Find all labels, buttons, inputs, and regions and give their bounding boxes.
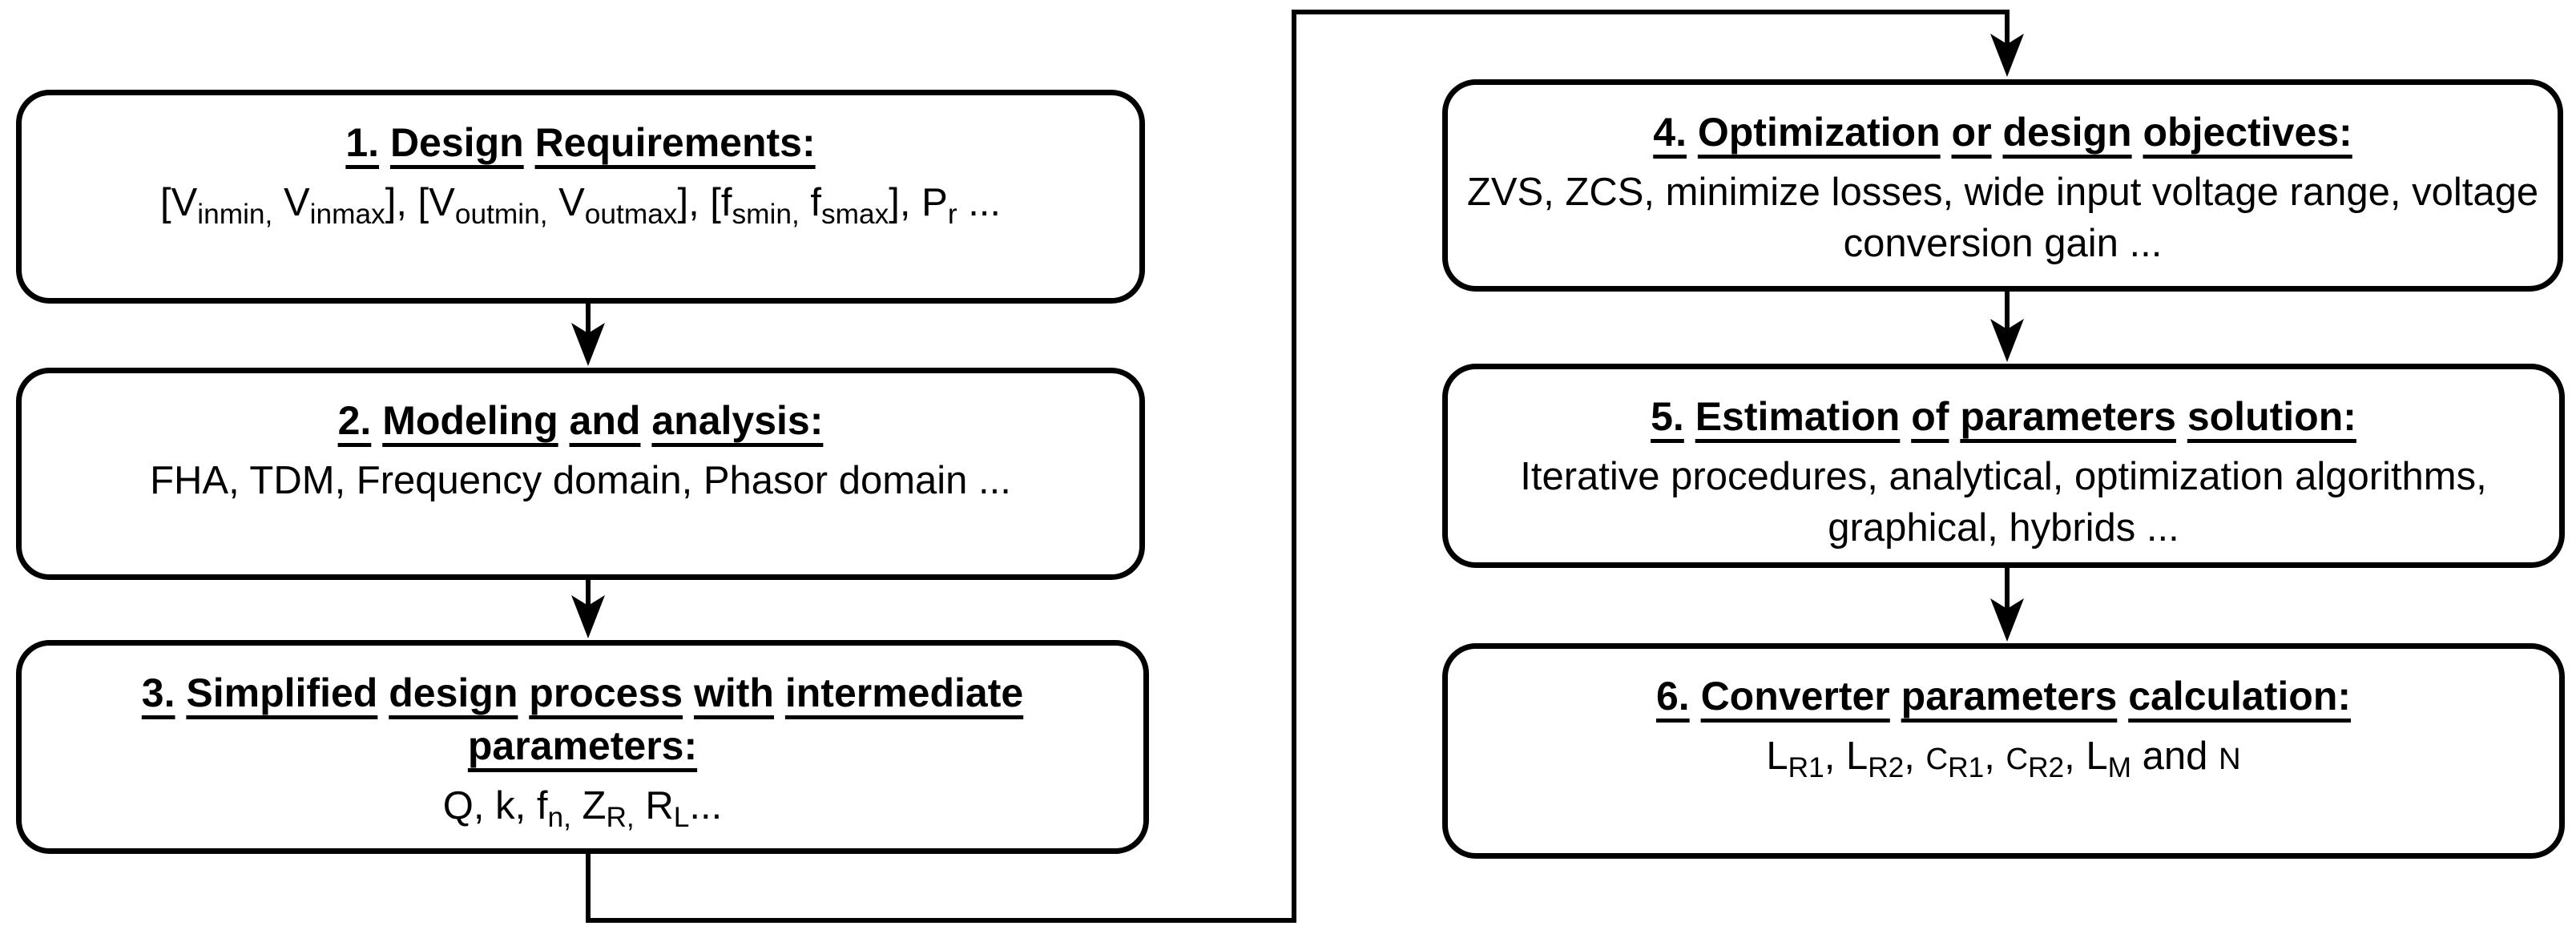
- box3-title: 3. Simplified design process with interm…: [141, 670, 1024, 768]
- flow-box-optimization-objectives: 4. Optimization or design objectives: ZV…: [1442, 79, 2563, 292]
- box1-title: 1. Design Requirements:: [345, 120, 816, 165]
- arrow-box4-to-box5: [1990, 288, 2024, 362]
- connector-elbow-line: [586, 10, 2010, 923]
- arrowhead-down-icon: [1990, 34, 2024, 77]
- box2-title: 2. Modeling and analysis:: [337, 398, 824, 443]
- box4-title: 4. Optimization or design objectives:: [1653, 110, 2352, 155]
- box6-body: LR1, LR2, CR1, CR2, LM and N: [1766, 735, 2241, 783]
- box4-body: ZVS, ZCS, minimize losses, wide input vo…: [1466, 171, 2539, 265]
- box5-title: 5. Estimation of parameters solution:: [1651, 394, 2356, 439]
- arrowhead-down-icon: [571, 595, 605, 638]
- box1-body: [Vinmin, Vinmax], [Voutmin, Voutmax], [f…: [159, 181, 1002, 230]
- arrow-box5-to-box6: [1990, 562, 2024, 642]
- flow-box-design-requirements: 1. Design Requirements: [Vinmin, Vinmax]…: [16, 90, 1145, 304]
- connector-box3-to-box4: [586, 10, 2024, 923]
- flow-box-parameters-estimation: 5. Estimation of parameters solution: It…: [1442, 364, 2565, 568]
- flow-box-modeling-analysis: 2. Modeling and analysis: FHA, TDM, Freq…: [16, 368, 1145, 580]
- arrow-box2-to-box3: [571, 574, 605, 638]
- flow-box-converter-parameters-calculation: 6. Converter parameters calculation: LR1…: [1442, 643, 2565, 859]
- arrow-box1-to-box2: [571, 297, 605, 366]
- arrowhead-down-icon: [1990, 319, 2024, 362]
- arrowhead-down-icon: [571, 323, 605, 366]
- box5-body: Iterative procedures, analytical, optimi…: [1520, 455, 2487, 550]
- box2-body: FHA, TDM, Frequency domain, Phasor domai…: [150, 459, 1011, 502]
- arrowhead-down-icon: [1990, 598, 2024, 642]
- box3-body: Q, k, fn, ZR, RL...: [442, 784, 723, 833]
- box6-title: 6. Converter parameters calculation:: [1655, 674, 2352, 719]
- flow-box-simplified-design-process: 3. Simplified design process with interm…: [16, 640, 1149, 854]
